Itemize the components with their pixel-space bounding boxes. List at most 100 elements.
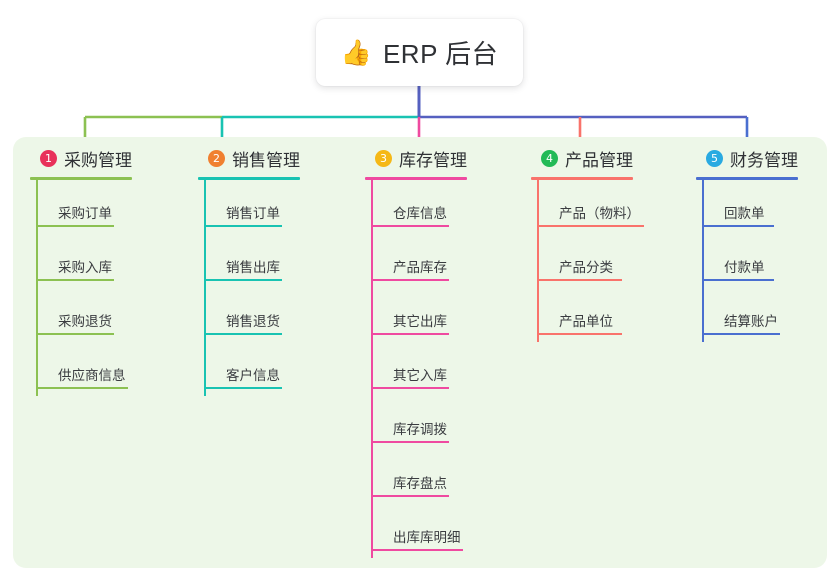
leaf-node[interactable]: 销售退货	[204, 288, 300, 342]
leaf-node-rule	[702, 225, 774, 227]
branch-title: 财务管理	[730, 150, 798, 170]
leaf-node[interactable]: 仓库信息	[371, 180, 467, 234]
root-node[interactable]: 👍 ERP 后台	[316, 19, 523, 86]
branch-header-4[interactable]: 4 产品管理	[531, 146, 633, 170]
leaf-node[interactable]: 产品（物料）	[537, 180, 644, 234]
branch-children: 仓库信息产品库存其它出库其它入库库存调拨库存盘点出库库明细	[365, 180, 467, 558]
root-node-label: ERP 后台	[382, 39, 499, 69]
branch-number-badge: 4	[541, 149, 558, 167]
leaf-node-rule	[204, 225, 282, 227]
branch-title: 库存管理	[399, 150, 467, 170]
branch-spine	[204, 180, 206, 396]
leaf-node-rule	[371, 333, 449, 335]
branch-number-badge: 1	[40, 149, 57, 167]
leaf-node-label: 库存调拨	[393, 422, 447, 437]
leaf-node-rule	[537, 279, 622, 281]
leaf-node-label: 产品分类	[559, 260, 613, 275]
branch-column-1: 1 采购管理采购订单采购入库采购退货供应商信息	[30, 146, 132, 396]
leaf-node[interactable]: 供应商信息	[36, 342, 132, 396]
leaf-node[interactable]: 出库库明细	[371, 504, 467, 558]
branch-children: 采购订单采购入库采购退货供应商信息	[30, 180, 132, 396]
leaf-node-label: 出库库明细	[393, 530, 461, 545]
leaf-node[interactable]: 库存盘点	[371, 450, 467, 504]
leaf-node-rule	[371, 387, 449, 389]
leaf-node-label: 仓库信息	[393, 206, 447, 221]
leaf-node-rule	[371, 441, 449, 443]
branch-spine	[702, 180, 704, 342]
leaf-node-label: 采购退货	[58, 314, 112, 329]
branch-title: 采购管理	[64, 150, 132, 170]
leaf-node-label: 付款单	[724, 260, 765, 275]
leaf-node-rule	[537, 333, 622, 335]
leaf-node-label: 库存盘点	[393, 476, 447, 491]
leaf-node[interactable]: 销售订单	[204, 180, 300, 234]
leaf-node-label: 销售订单	[226, 206, 280, 221]
leaf-node[interactable]: 产品单位	[537, 288, 633, 342]
leaf-node[interactable]: 销售出库	[204, 234, 300, 288]
leaf-node[interactable]: 库存调拨	[371, 396, 467, 450]
leaf-node-label: 其它入库	[393, 368, 447, 383]
leaf-node[interactable]: 采购入库	[36, 234, 132, 288]
leaf-node-label: 客户信息	[226, 368, 280, 383]
branch-column-5: 5 财务管理回款单付款单结算账户	[696, 146, 798, 342]
leaf-node-rule	[36, 279, 114, 281]
leaf-node[interactable]: 回款单	[702, 180, 798, 234]
branch-header-rule	[30, 177, 132, 180]
leaf-node[interactable]: 采购订单	[36, 180, 132, 234]
leaf-node-label: 结算账户	[724, 314, 778, 329]
leaf-node-rule	[371, 549, 463, 551]
branch-number-badge: 2	[208, 149, 225, 167]
leaf-node[interactable]: 其它出库	[371, 288, 467, 342]
branch-header-rule	[531, 177, 633, 180]
branch-number-badge: 5	[706, 149, 723, 167]
branch-header-rule	[696, 177, 798, 180]
leaf-node-rule	[204, 387, 282, 389]
leaf-node-label: 回款单	[724, 206, 765, 221]
leaf-node-label: 采购入库	[58, 260, 112, 275]
leaf-node[interactable]: 结算账户	[702, 288, 798, 342]
leaf-node[interactable]: 产品分类	[537, 234, 633, 288]
branch-children: 产品（物料） 产品分类产品单位	[531, 180, 644, 342]
leaf-node-rule	[36, 333, 114, 335]
leaf-node-label: 产品（物料）	[559, 206, 640, 221]
branch-title: 销售管理	[232, 150, 300, 170]
branch-spine	[371, 180, 373, 558]
leaf-node-rule	[537, 225, 644, 227]
branch-header-2[interactable]: 2 销售管理	[198, 146, 300, 170]
branch-spine	[537, 180, 539, 342]
leaf-node-label: 产品单位	[559, 314, 613, 329]
leaf-node[interactable]: 采购退货	[36, 288, 132, 342]
branch-column-4: 4 产品管理产品（物料） 产品分类产品单位	[531, 146, 644, 342]
leaf-node-label: 销售退货	[226, 314, 280, 329]
leaf-node-label: 销售出库	[226, 260, 280, 275]
leaf-node-label: 其它出库	[393, 314, 447, 329]
branch-number-badge: 3	[375, 149, 392, 167]
branch-spine	[36, 180, 38, 396]
leaf-node-rule	[36, 387, 128, 389]
branch-column-2: 2 销售管理销售订单销售出库销售退货客户信息	[198, 146, 300, 396]
branch-header-3[interactable]: 3 库存管理	[365, 146, 467, 170]
branch-header-5[interactable]: 5 财务管理	[696, 146, 798, 170]
leaf-node-rule	[371, 495, 449, 497]
branch-header-rule	[198, 177, 300, 180]
branch-title: 产品管理	[565, 150, 633, 170]
leaf-node-label: 供应商信息	[58, 368, 126, 383]
leaf-node-rule	[371, 225, 449, 227]
leaf-node[interactable]: 付款单	[702, 234, 798, 288]
leaf-node-rule	[371, 279, 449, 281]
leaf-node[interactable]: 其它入库	[371, 342, 467, 396]
thumbs-up-icon: 👍	[340, 39, 372, 67]
leaf-node-rule	[702, 333, 780, 335]
leaf-node-label: 采购订单	[58, 206, 112, 221]
leaf-node-rule	[204, 279, 282, 281]
branch-header-rule	[365, 177, 467, 180]
leaf-node-label: 产品库存	[393, 260, 447, 275]
leaf-node[interactable]: 客户信息	[204, 342, 300, 396]
branch-header-1[interactable]: 1 采购管理	[30, 146, 132, 170]
leaf-node-rule	[702, 279, 774, 281]
leaf-node[interactable]: 产品库存	[371, 234, 467, 288]
branch-column-3: 3 库存管理仓库信息产品库存其它出库其它入库库存调拨库存盘点出库库明细	[365, 146, 467, 558]
leaf-node-rule	[204, 333, 282, 335]
branch-children: 销售订单销售出库销售退货客户信息	[198, 180, 300, 396]
